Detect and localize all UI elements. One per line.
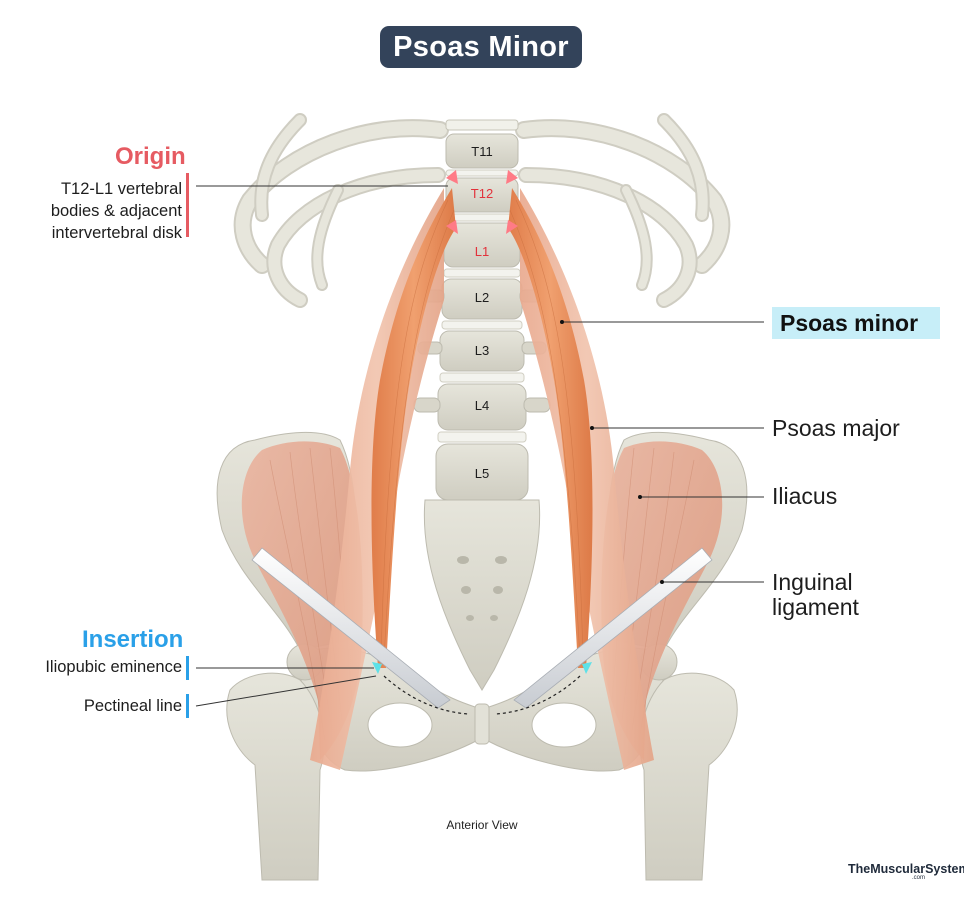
origin-line: bodies & adjacent: [50, 202, 182, 220]
vertebra-l4: L4: [475, 398, 489, 413]
origin-markers: [446, 170, 518, 234]
insertion-item-pectineal: Pectineal line: [83, 697, 182, 715]
origin-description: T12-L1 vertebral bodies & adjacent inter…: [20, 178, 182, 244]
label-psoas-major: Psoas major: [772, 415, 900, 441]
vertebra-l1: L1: [475, 244, 489, 259]
label-inguinal-line2: ligament: [772, 594, 859, 620]
label-iliacus: Iliacus: [772, 483, 838, 509]
leader-lines: [195, 185, 764, 707]
vertebra-t12: T12: [471, 186, 493, 201]
page-title: Psoas Minor: [380, 26, 582, 68]
iliopubic-bracket: [186, 656, 189, 680]
pectineal-bracket: [186, 694, 189, 718]
insertion-markers: [372, 662, 592, 715]
insertion-item-iliopubic: Iliopubic eminence: [45, 658, 182, 676]
psoas-minor-muscles: [371, 188, 593, 668]
insertion-heading: Insertion: [82, 626, 184, 653]
inguinal-ligaments: [251, 547, 713, 709]
origin-heading: Origin: [115, 143, 186, 170]
leader-dots: [560, 320, 664, 584]
origin-line: T12-L1 vertebral: [60, 180, 182, 198]
view-caption: Anterior View: [446, 818, 518, 832]
label-psoas-minor: Psoas minor: [772, 307, 940, 339]
rib-cage: [233, 113, 731, 308]
brand-domain: .com: [912, 875, 926, 881]
label-inguinal-line1: Inguinal: [772, 569, 853, 595]
vertebra-labels: T11 T12 L1 L2 L3 L4 L5: [471, 144, 493, 481]
label-inguinal-ligament: Inguinal ligament: [772, 570, 859, 620]
origin-bracket: [186, 173, 189, 237]
vertebra-l5: L5: [475, 466, 489, 481]
origin-line: intervertebral disk: [51, 224, 182, 242]
vertebra-t11: T11: [471, 144, 492, 159]
vertebra-l3: L3: [475, 343, 489, 358]
vertebra-l2: L2: [475, 290, 489, 305]
brand-logo: TheMuscularSystem: [848, 862, 964, 876]
